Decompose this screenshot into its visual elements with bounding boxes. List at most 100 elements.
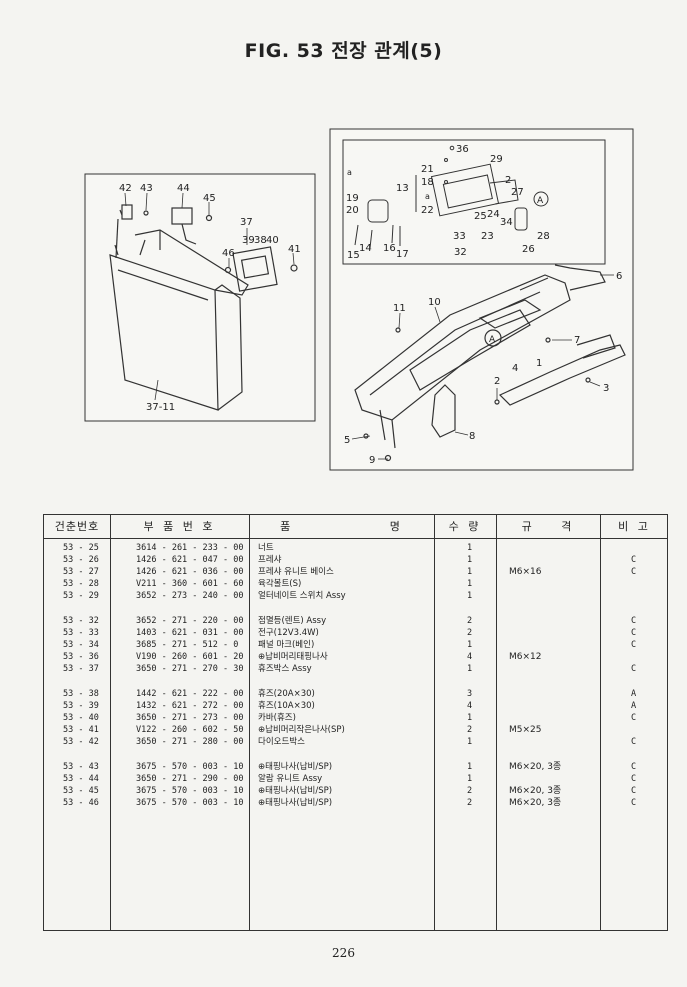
cell-part: V122 - 260 - 602 - 50 — [136, 725, 244, 735]
cell-no: 53 - 29 — [63, 591, 99, 601]
label-a-1: a — [347, 168, 352, 177]
label-37-11: 37-11 — [146, 402, 175, 413]
label-33: 33 — [453, 231, 466, 242]
label-25: 25 — [474, 211, 487, 222]
cell-part: 3650 - 271 - 290 - 00 — [136, 774, 244, 784]
header-spec: 규 격 — [521, 520, 575, 533]
label-40: 40 — [266, 235, 279, 246]
cell-qty: 1 — [467, 555, 473, 565]
cell-qty: 1 — [467, 774, 473, 784]
label-1: 1 — [536, 358, 542, 369]
switch-inset-labels: 36 29 21 13 18 2 27 19 20 22 25 24 34 28… — [346, 144, 550, 261]
label-4: 4 — [512, 363, 518, 374]
label-41: 41 — [288, 244, 301, 255]
cell-part: 3685 - 271 - 512 - 0 — [136, 640, 239, 650]
cell-note: C — [631, 762, 637, 772]
label-39: 39 — [242, 235, 255, 246]
cell-part: 1403 - 621 - 031 - 00 — [136, 628, 244, 638]
label-43: 43 — [140, 183, 153, 194]
cell-qty: 1 — [467, 543, 473, 553]
parts-diagram: 42 43 44 45 37 39 38 40 46 41 37-11 36 2… — [84, 128, 634, 471]
cell-qty: 1 — [467, 713, 473, 723]
cell-note: C — [631, 567, 637, 577]
cell-qty: 1 — [467, 591, 473, 601]
label-20: 20 — [346, 205, 359, 216]
cell-part: 3675 - 570 - 003 - 10 — [136, 786, 244, 796]
label-2-main: 2 — [494, 376, 500, 387]
cell-name: 휴즈(20A×30) — [258, 689, 315, 699]
cell-part: 3614 - 261 - 233 - 00 — [136, 543, 244, 553]
column-divider — [249, 515, 250, 930]
column-divider — [600, 515, 601, 930]
cell-note: C — [631, 774, 637, 784]
cell-no: 53 - 42 — [63, 737, 99, 747]
cell-name: 휴즈박스 Assy — [258, 664, 312, 674]
cell-spec: M6×12 — [509, 652, 542, 662]
label-15: 15 — [347, 250, 360, 261]
cell-note: C — [631, 737, 637, 747]
label-21: 21 — [421, 164, 434, 175]
label-32: 32 — [454, 247, 467, 258]
label-6: 6 — [616, 271, 622, 282]
label-18: 18 — [421, 177, 434, 188]
cell-name: 패널 마크(베인) — [258, 640, 315, 650]
cell-qty: 4 — [467, 701, 473, 711]
cell-qty: 2 — [467, 798, 473, 808]
label-45: 45 — [203, 193, 216, 204]
table-header: 건춘번호 부 품 번 호 품 명 수 량 규 격 비 고 — [44, 515, 667, 539]
cell-part: 3650 - 271 - 270 - 30 — [136, 664, 244, 674]
cell-part: 3650 - 271 - 273 - 00 — [136, 713, 244, 723]
label-13: 13 — [396, 183, 409, 194]
label-29: 29 — [490, 154, 503, 165]
cell-no: 53 - 25 — [63, 543, 99, 553]
cell-note: C — [631, 798, 637, 808]
cell-note: C — [631, 555, 637, 565]
label-22: 22 — [421, 205, 434, 216]
cell-no: 53 - 44 — [63, 774, 99, 784]
label-3: 3 — [603, 383, 609, 394]
cell-note: A — [631, 701, 637, 711]
header-index: 건춘번호 — [54, 520, 100, 533]
cell-name: 프레샤 유니트 베이스 — [258, 567, 334, 577]
cell-no: 53 - 32 — [63, 616, 99, 626]
label-42: 42 — [119, 183, 132, 194]
cell-qty: 2 — [467, 616, 473, 626]
cell-name: ⊕납비머리태핑나사 — [258, 652, 328, 662]
label-14: 14 — [359, 243, 372, 254]
label-24: 24 — [487, 209, 500, 220]
cell-name: 점멸등(렌트) Assy — [258, 616, 327, 626]
left-diagram-labels: 42 43 44 45 37 39 38 40 46 41 37-11 — [119, 183, 301, 413]
header-quantity: 수 량 — [448, 520, 482, 533]
cell-no: 53 - 36 — [63, 652, 99, 662]
cell-note: A — [631, 689, 637, 699]
cell-qty: 4 — [467, 652, 473, 662]
cell-part: V190 - 260 - 601 - 20 — [136, 652, 244, 662]
cell-note: C — [631, 786, 637, 796]
right-diagram-frame — [329, 128, 634, 471]
label-44: 44 — [177, 183, 190, 194]
cell-qty: 1 — [467, 762, 473, 772]
label-36: 36 — [456, 144, 469, 155]
cell-part: 3675 - 570 - 003 - 10 — [136, 798, 244, 808]
column-divider — [434, 515, 435, 930]
symbol-a-inset: A — [537, 196, 544, 206]
cell-qty: 1 — [467, 737, 473, 747]
cell-spec: M6×16 — [509, 567, 542, 577]
label-37: 37 — [240, 217, 253, 228]
cell-spec: M6×20, 3종 — [509, 786, 562, 796]
cell-qty: 1 — [467, 579, 473, 589]
label-a-2: a — [425, 192, 430, 201]
cell-part: V211 - 360 - 601 - 60 — [136, 579, 244, 589]
cell-name: 육각볼트(S) — [258, 579, 302, 589]
page-number: 226 — [332, 946, 355, 960]
cell-qty: 1 — [467, 664, 473, 674]
